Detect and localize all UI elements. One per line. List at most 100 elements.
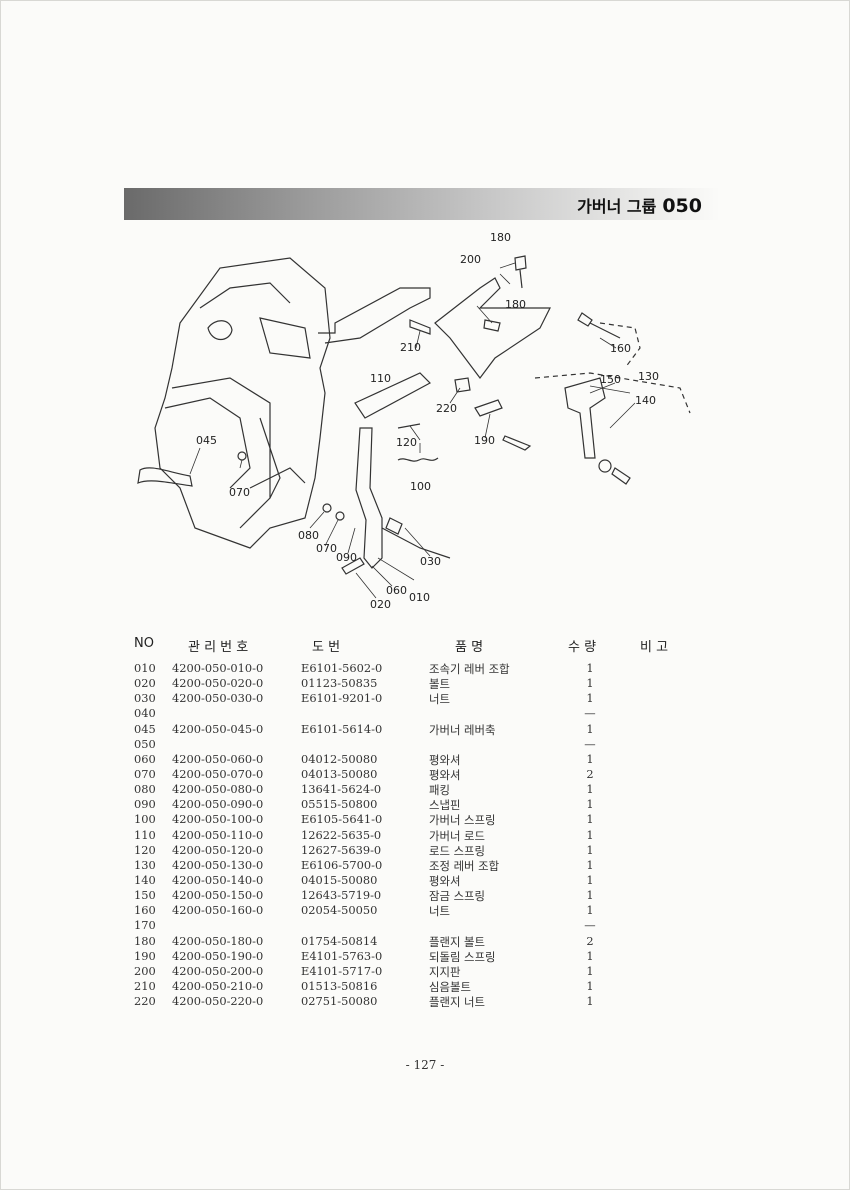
row-qty: — <box>584 918 596 933</box>
section-title-text: 가버너 그룹 <box>577 197 657 216</box>
row-part-name: 너트 <box>429 904 450 919</box>
row-no: 100 <box>134 812 156 827</box>
callout-160: 160 <box>610 342 631 355</box>
row-mgmt-no: 4200-050-120-0 <box>172 842 264 857</box>
callout-020: 020 <box>370 598 391 611</box>
governor-spring <box>397 457 439 462</box>
rod-spring <box>397 423 421 429</box>
row-part-name: 조속기 레버 조합 <box>429 662 510 676</box>
row-mgmt-no: 4200-050-210-0 <box>172 978 264 993</box>
row-drawing-no: 01513-50816 <box>301 978 378 993</box>
row-mgmt-no: 4200-050-220-0 <box>172 994 264 1009</box>
row-mgmt-no: 4200-050-160-0 <box>172 903 264 918</box>
callout-180-top: 180 <box>490 231 511 244</box>
row-no: 140 <box>134 872 156 887</box>
row-no: 060 <box>134 751 156 766</box>
row-no: 045 <box>134 721 156 736</box>
row-no: 090 <box>134 797 156 812</box>
header-no: NO <box>134 636 154 651</box>
row-qty: 1 <box>586 963 594 978</box>
table-row: 170— <box>130 918 700 933</box>
row-drawing-no: E6101-9201-0 <box>301 691 383 706</box>
row-mgmt-no: 4200-050-110-0 <box>172 827 264 842</box>
row-drawing-no: 04012-50080 <box>301 751 378 766</box>
row-mgmt-no: 4200-050-030-0 <box>172 691 264 706</box>
flange-bolt-upper <box>514 255 527 289</box>
engine-block-detail <box>164 282 311 499</box>
row-drawing-no: 12643-5719-0 <box>301 888 382 903</box>
row-part-name: 가버너 스프링 <box>429 813 496 828</box>
row-no: 160 <box>134 903 156 918</box>
row-qty: 1 <box>586 994 594 1009</box>
row-no: 200 <box>134 963 156 978</box>
link-pin <box>502 435 532 451</box>
row-qty: 1 <box>586 751 594 766</box>
section-code: 050 <box>662 195 702 217</box>
callout-070-upper: 070 <box>229 486 250 499</box>
callout-045: 045 <box>196 434 217 447</box>
page-number: - 127 - <box>405 1058 445 1072</box>
leader-lines <box>189 262 636 599</box>
callout-010: 010 <box>409 591 430 604</box>
callout-100: 100 <box>410 480 431 493</box>
row-part-name: 되돌림 스프링 <box>429 949 496 964</box>
row-no: 180 <box>134 933 156 948</box>
row-qty: 1 <box>586 857 594 872</box>
row-mgmt-no: 4200-050-010-0 <box>172 661 264 675</box>
row-mgmt-no: 4200-050-090-0 <box>172 797 264 812</box>
row-part-name: 가버너 로드 <box>429 828 486 843</box>
row-drawing-no: E6105-5641-0 <box>301 812 383 827</box>
support-plate <box>434 277 551 379</box>
row-mgmt-no: 4200-050-060-0 <box>172 751 264 766</box>
row-part-name: 잠금 스프링 <box>429 889 486 904</box>
row-no: 050 <box>134 736 156 751</box>
row-qty: 2 <box>586 766 594 781</box>
flange-bolt-mid <box>483 319 501 332</box>
callout-210: 210 <box>400 341 421 354</box>
governor-lever <box>355 427 383 569</box>
row-part-name: 평와셔 <box>429 752 461 767</box>
row-qty: 1 <box>586 797 594 812</box>
callout-080: 080 <box>298 529 319 542</box>
row-part-name: 로드 스프링 <box>429 843 486 858</box>
row-mgmt-no: 4200-050-140-0 <box>172 872 264 887</box>
row-part-name: 조정 레버 조합 <box>429 858 500 873</box>
row-qty: 1 <box>586 721 594 736</box>
row-part-name: 플랜지 볼트 <box>429 934 486 949</box>
row-part-name: 평와셔 <box>429 767 461 782</box>
row-qty: 1 <box>586 676 594 691</box>
row-drawing-no: 05515-50800 <box>301 797 378 812</box>
callout-060: 060 <box>386 584 407 597</box>
row-no: 190 <box>134 948 156 963</box>
flange-nut-220 <box>454 377 471 393</box>
table-row: 050— <box>130 737 700 752</box>
row-part-name: 플랜지 너트 <box>429 995 486 1010</box>
row-qty: 1 <box>586 827 594 842</box>
callout-200: 200 <box>460 253 481 266</box>
adjusting-lever <box>564 377 606 459</box>
row-part-name: 볼트 <box>429 677 450 692</box>
row-mgmt-no: 4200-050-045-0 <box>172 721 264 736</box>
header-remark: 비 고 <box>640 640 669 655</box>
row-part-name: 지지판 <box>429 964 461 979</box>
row-qty: 1 <box>586 978 594 993</box>
callout-150: 150 <box>600 373 621 386</box>
row-mgmt-no: 4200-050-070-0 <box>172 766 264 781</box>
table-row: 060 4200-050-060-0 04012-50080 평와셔 1 <box>130 752 700 767</box>
bolt-160 <box>577 312 621 339</box>
row-no: 110 <box>134 827 156 842</box>
row-drawing-no: 02054-50050 <box>301 903 378 918</box>
row-drawing-no: E6101-5602-0 <box>301 661 383 675</box>
